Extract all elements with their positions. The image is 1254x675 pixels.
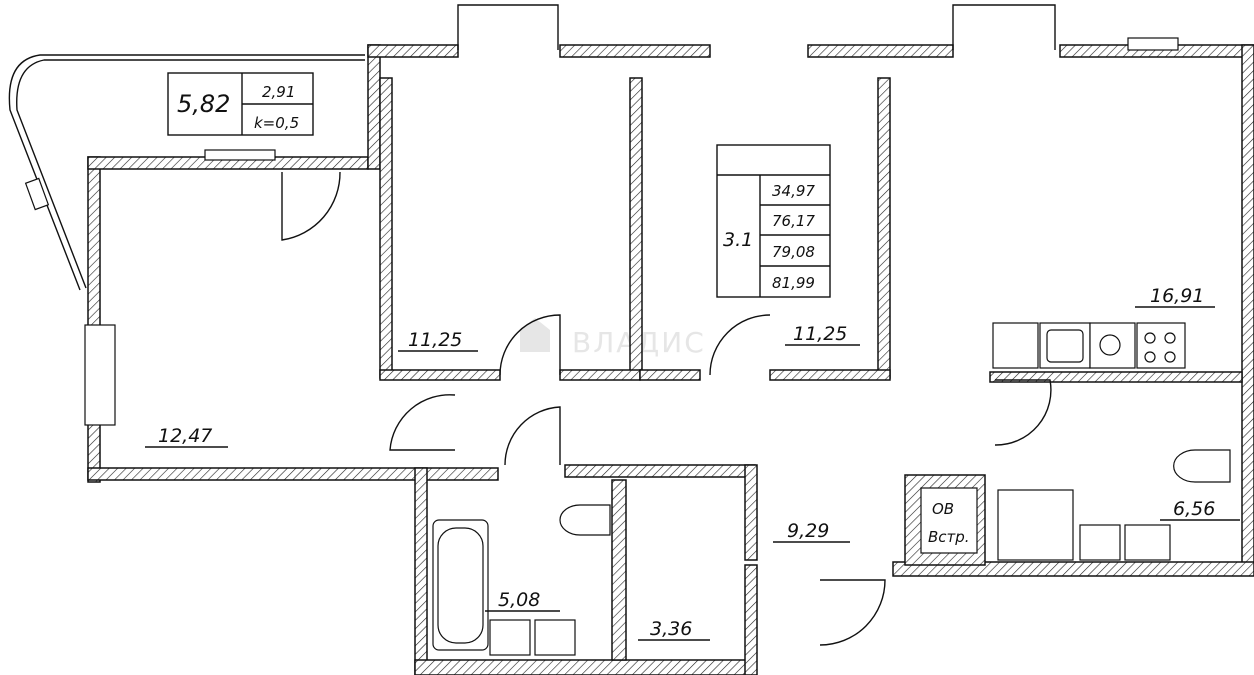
doors: [281, 171, 1052, 646]
balcony-label: 5,82 2,91 k=0,5: [167, 72, 314, 136]
room-area-bath-right: 6,56: [1173, 498, 1215, 520]
watermark: ВЛАДИС: [520, 318, 704, 359]
room-area-living-left: 12,47: [158, 425, 212, 447]
balcony-outline: [8, 54, 365, 291]
room-area-bedroom-2: 11,25: [793, 323, 847, 345]
apartment-area-3: 79,08: [772, 243, 815, 261]
utility-line-1: ОВ: [932, 500, 954, 518]
room-area-toilet: 3,36: [650, 618, 692, 640]
walls: [87, 44, 1254, 675]
room-area-bedroom-1: 11,25: [408, 329, 462, 351]
apartment-area-2: 76,17: [772, 212, 815, 230]
bath-fixtures: [432, 449, 1231, 656]
balcony-value: 2,91: [262, 83, 295, 101]
windows: [84, 4, 1179, 426]
room-labels: 12,47 11,25 11,25 16,91 5,08 3,36 9,29 6…: [145, 285, 1240, 641]
apartment-label: 3.1 34,97 76,17 79,08 81,99: [716, 144, 831, 298]
balcony-area: 5,82: [177, 90, 230, 118]
room-area-kitchen: 16,91: [1150, 285, 1204, 307]
room-area-hall: 9,29: [787, 520, 829, 542]
apartment-area-1: 34,97: [772, 182, 815, 200]
apartment-code: 3.1: [723, 229, 753, 251]
kitchen-fixtures: [992, 322, 1186, 369]
apartment-area-4: 81,99: [772, 274, 815, 292]
balcony-coef: k=0,5: [254, 114, 299, 132]
utility-shaft: ОВ Встр.: [920, 487, 978, 554]
room-area-bathroom: 5,08: [498, 589, 540, 611]
utility-line-2: Встр.: [928, 528, 970, 546]
